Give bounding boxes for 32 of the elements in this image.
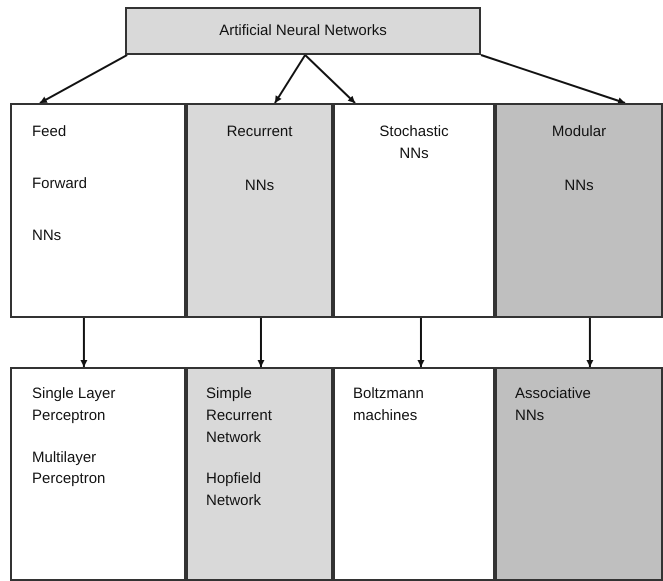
category-box — [333, 367, 495, 581]
category-box — [495, 367, 663, 581]
box-label: Forward — [32, 174, 88, 194]
arrow — [257, 318, 264, 367]
box-label: Associative NNs — [515, 384, 592, 426]
box-label: Simple Recurrent Network — [206, 384, 273, 448]
box-label: Stochastic NNs — [378, 122, 450, 164]
box-label: Single Layer Perceptron — [32, 384, 116, 426]
root-box — [125, 7, 481, 55]
box-label: Modular — [552, 122, 606, 142]
category-box — [186, 367, 333, 581]
arrow — [39, 54, 128, 104]
category-box — [10, 103, 186, 318]
arrow — [80, 318, 88, 367]
box-label: Boltzmann machines — [353, 384, 425, 426]
box-label: Feed — [32, 122, 66, 142]
category-box — [186, 103, 333, 318]
box-label: Hopfield Network — [206, 469, 262, 511]
arrow — [274, 54, 306, 104]
arrow — [304, 54, 356, 104]
box-label: Multilayer Perceptron — [32, 448, 106, 490]
category-box — [495, 103, 663, 318]
box-label: NNs — [244, 176, 274, 196]
arrow — [586, 318, 594, 367]
box-label: NNs — [32, 226, 62, 246]
box-label: Recurrent — [226, 122, 292, 142]
category-box — [10, 367, 186, 581]
box-label: NNs — [564, 176, 594, 196]
box-label: Artificial Neural Networks — [219, 21, 387, 42]
arrow — [480, 54, 626, 104]
arrow — [417, 318, 424, 367]
category-box — [333, 103, 495, 318]
